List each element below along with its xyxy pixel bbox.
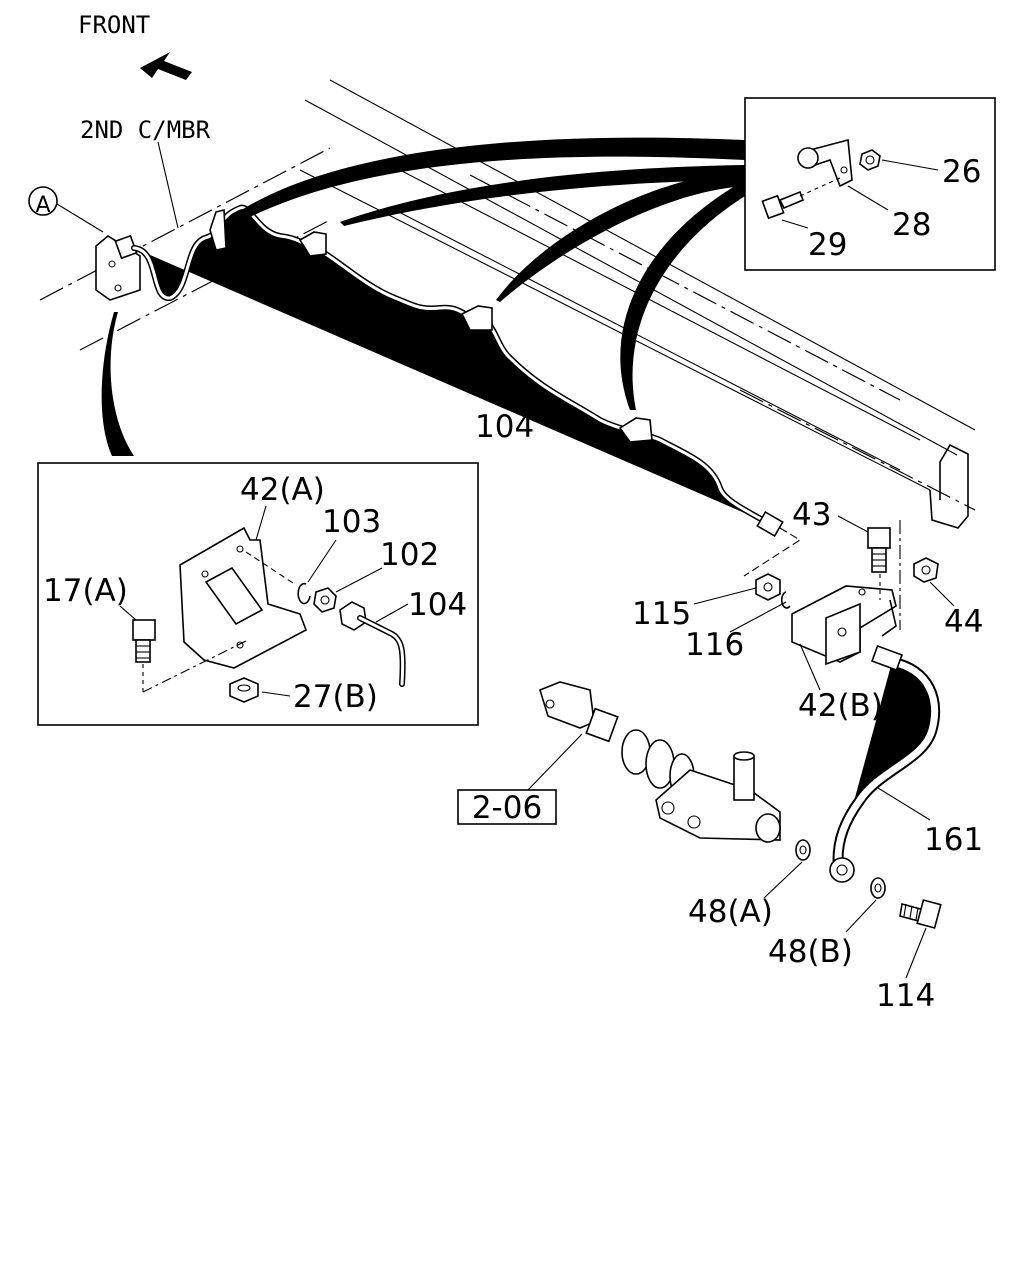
callout-104-main: 104 bbox=[475, 409, 534, 445]
detail-sweep-arrows bbox=[101, 137, 745, 456]
callout-116: 116 bbox=[685, 627, 744, 663]
callout-44: 44 bbox=[944, 604, 983, 640]
callout-114: 114 bbox=[876, 978, 935, 1014]
washer-48b bbox=[870, 877, 886, 899]
callout-29: 29 bbox=[808, 227, 847, 263]
brake-pipe-104 bbox=[134, 208, 784, 538]
retainer-103 bbox=[297, 582, 311, 605]
master-cylinder bbox=[539, 681, 781, 843]
callout-104-detail: 104 bbox=[408, 587, 467, 623]
ref-box-2-06: 2-06 bbox=[457, 733, 583, 826]
callout-48a: 48(A) bbox=[688, 894, 773, 930]
pipe-fitting-104 bbox=[339, 601, 406, 687]
callout-42a: 42(A) bbox=[240, 472, 325, 508]
callout-115: 115 bbox=[632, 596, 691, 632]
flare-nut-115 bbox=[755, 573, 781, 601]
bolt-43 bbox=[867, 527, 891, 600]
callout-43: 43 bbox=[792, 497, 831, 533]
callout-48b: 48(B) bbox=[768, 934, 853, 970]
bracket-42b bbox=[791, 585, 897, 666]
nut-27b bbox=[229, 677, 259, 703]
pipe-clip-28 bbox=[797, 138, 853, 188]
view-a-marker: A bbox=[28, 186, 104, 233]
nut-44 bbox=[913, 557, 939, 583]
member-label: 2ND C/MBR bbox=[80, 116, 211, 144]
callout-103: 103 bbox=[322, 504, 381, 540]
washer-48a bbox=[795, 839, 811, 861]
callout-161: 161 bbox=[924, 822, 983, 858]
nut-26 bbox=[859, 149, 881, 171]
frame-rail bbox=[39, 79, 976, 529]
pipe-clamp-bracket-front bbox=[95, 234, 141, 301]
callout-28: 28 bbox=[892, 207, 931, 243]
svg-text:A: A bbox=[35, 193, 50, 218]
detail-box-clip: 26 28 29 bbox=[744, 97, 996, 271]
flex-hose-161 bbox=[829, 645, 935, 883]
detail-box-bracket: 42(A) 103 102 104 17(A) 27(B) bbox=[37, 462, 479, 726]
callout-27b: 27(B) bbox=[293, 679, 378, 715]
callout-26: 26 bbox=[942, 154, 981, 190]
front-arrow-icon bbox=[140, 52, 192, 80]
front-label: FRONT bbox=[78, 11, 150, 39]
bolt-29 bbox=[761, 177, 841, 220]
callout-42b: 42(B) bbox=[798, 688, 883, 724]
banjo-bolt-114 bbox=[899, 899, 942, 929]
nut-102 bbox=[313, 587, 337, 613]
callout-102: 102 bbox=[380, 537, 439, 573]
washer-116 bbox=[780, 591, 791, 609]
bolt-17a bbox=[132, 619, 249, 693]
bracket-42a bbox=[179, 526, 307, 669]
callout-17a: 17(A) bbox=[43, 573, 128, 609]
svg-text:2-06: 2-06 bbox=[472, 790, 542, 826]
